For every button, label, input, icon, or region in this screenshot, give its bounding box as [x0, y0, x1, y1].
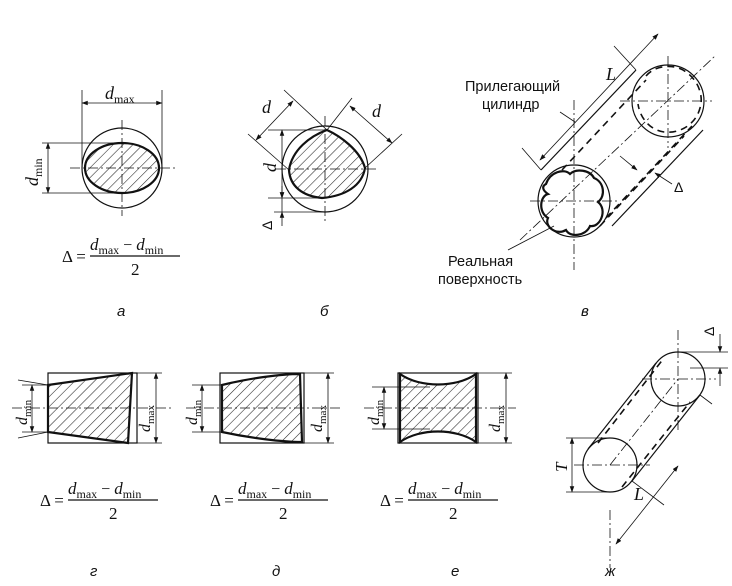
panel-label-d: д	[272, 563, 280, 580]
label-d-vertical: d	[260, 162, 280, 172]
label-adjacent-cylinder: Прилегающий цилиндр	[465, 79, 564, 113]
label-real-surface: Реальная поверхность	[438, 254, 522, 288]
panel-e-saddle: dmin dmax Δ = dmax−dmin 2 е	[364, 371, 516, 580]
label-d-max: dmax	[105, 83, 135, 106]
label-d-max-e: dmax	[487, 405, 507, 432]
label-d-min-e: dmin	[366, 399, 386, 425]
panel-label-e: е	[451, 563, 459, 580]
panel-b-faceting: d d d Δ б	[247, 89, 403, 320]
label-d-max-g: dmax	[137, 405, 157, 432]
label-d-min-d: dmin	[184, 399, 204, 425]
svg-text:dmax−dmin: dmax−dmin	[68, 479, 141, 501]
label-d-diag-right: d	[372, 101, 382, 121]
svg-text:Δ =: Δ =	[380, 491, 404, 510]
panel-a-ovality: dmax dmin Δ = dmax−dmin 2 а	[22, 83, 180, 320]
panel-label-b: б	[320, 303, 329, 320]
label-d-max-d: dmax	[309, 405, 329, 432]
panel-zh-straightness: T Δ L ж	[552, 327, 728, 580]
label-L-v: L	[605, 64, 616, 84]
panel-v-cylindricity: L Δ Прилегающий цилиндр Реальная поверхн…	[438, 33, 716, 320]
label-delta-v: Δ	[674, 179, 683, 195]
label-L-zh: L	[633, 484, 644, 504]
panel-g-taper: dmin dmax Δ = dmax−dmin 2 г	[12, 371, 172, 580]
label-d-min-g: dmin	[14, 399, 34, 425]
formula-a: Δ = dmax−dmin 2	[62, 235, 180, 279]
formula-d: Δ = dmax−dmin 2	[210, 479, 328, 523]
panel-label-zh: ж	[604, 563, 616, 580]
panel-label-v: в	[581, 303, 589, 320]
svg-text:2: 2	[449, 504, 458, 523]
label-d-min: dmin	[22, 158, 45, 186]
formula-g: Δ = dmax−dmin 2	[40, 479, 158, 523]
panel-label-g: г	[90, 563, 98, 580]
svg-text:2: 2	[131, 260, 140, 279]
svg-text:dmax−dmin: dmax−dmin	[90, 235, 163, 257]
label-T: T	[552, 461, 571, 472]
svg-text:Δ =: Δ =	[210, 491, 234, 510]
panel-d-barrel: dmin dmax Δ = dmax−dmin 2 д	[184, 372, 340, 580]
panel-label-a: а	[117, 303, 125, 320]
label-delta-zh: Δ	[701, 327, 717, 336]
svg-text:2: 2	[279, 504, 288, 523]
label-delta-b: Δ	[259, 221, 275, 230]
formula-e: Δ = dmax−dmin 2	[380, 479, 498, 523]
svg-text:dmax−dmin: dmax−dmin	[238, 479, 311, 501]
svg-text:dmax−dmin: dmax−dmin	[408, 479, 481, 501]
svg-text:Δ =: Δ =	[62, 247, 86, 266]
label-d-diag-left: d	[262, 97, 272, 117]
svg-text:Δ =: Δ =	[40, 491, 64, 510]
svg-text:2: 2	[109, 504, 118, 523]
